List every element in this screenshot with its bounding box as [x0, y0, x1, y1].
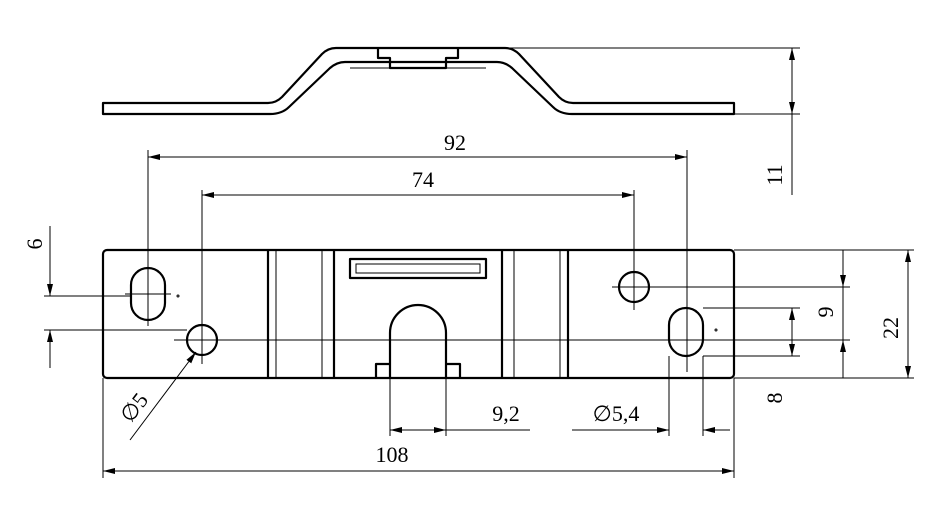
u-cutout [388, 303, 448, 378]
dim-label-11: 11 [762, 164, 787, 185]
side-tab [376, 48, 460, 70]
dimension-lines [44, 47, 914, 478]
leader-diameter-5 [129, 351, 197, 441]
front-view [101, 248, 736, 380]
slotted-hole-right [667, 306, 705, 358]
dim-label-9: 9 [813, 307, 838, 318]
dimension-labels: 92 74 11 6 9 22 8 ∅5 9,2 ∅5,4 108 [22, 130, 903, 467]
dim-label-22: 22 [878, 317, 903, 339]
dim-label-diameter-5: ∅5 [115, 388, 153, 427]
dim-label-8: 8 [762, 393, 787, 404]
plate-outline [101, 248, 736, 380]
dim-label-9-2: 9,2 [492, 401, 520, 426]
cutout-tab-left [374, 362, 390, 378]
dim-label-6: 6 [22, 239, 47, 250]
dim-label-74: 74 [412, 167, 434, 192]
dim-label-92: 92 [444, 130, 466, 155]
dim-label-diameter-5-4: ∅5,4 [593, 401, 640, 426]
rectangular-slot-inner [355, 263, 481, 274]
rectangular-slot [348, 257, 488, 280]
cutout-tab-right [446, 362, 462, 378]
dim-label-108: 108 [376, 442, 409, 467]
center-mark [714, 328, 718, 332]
side-view [101, 46, 736, 116]
side-profile [101, 46, 736, 116]
center-mark [176, 294, 180, 298]
